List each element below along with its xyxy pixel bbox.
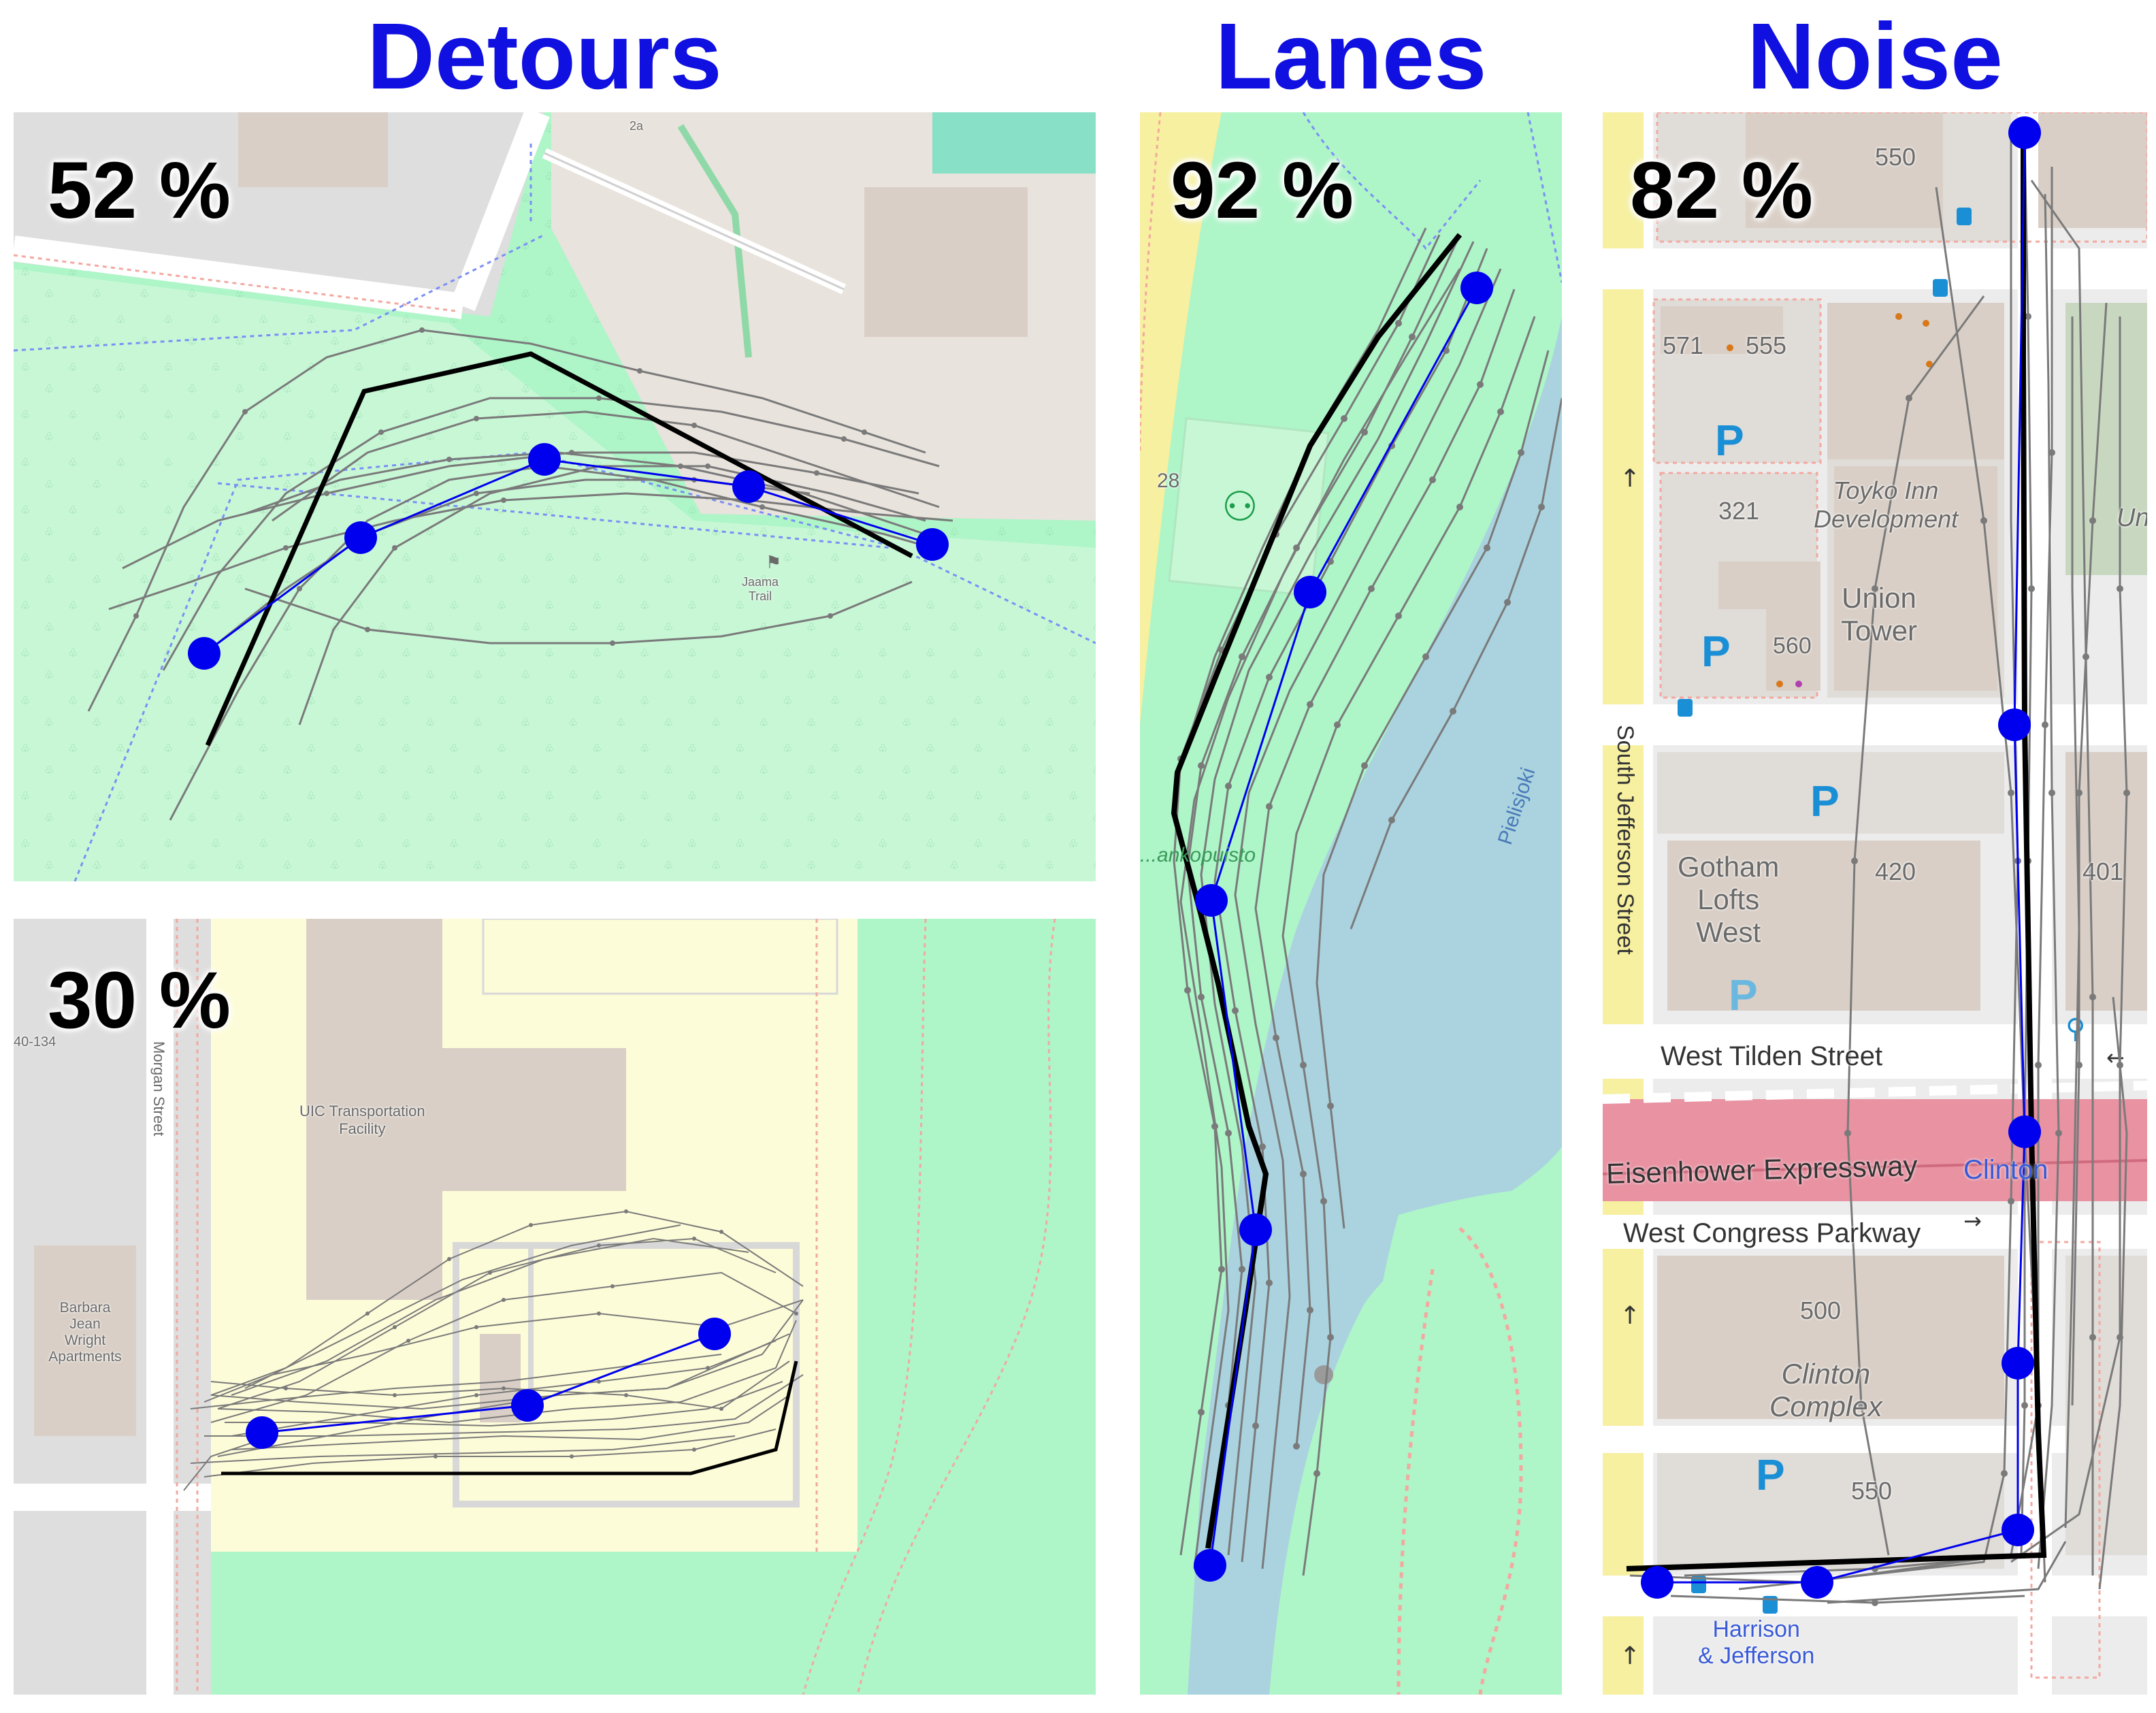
map-label-tilden: West Tilden Street — [1661, 1041, 1883, 1071]
map-panel-lanes: ⚇ — [1140, 112, 1562, 1695]
bicycle-icon: ⚲ — [2065, 1013, 2085, 1045]
map-label-clinton-complex: Clinton Complex — [1769, 1358, 1882, 1422]
map-label-building: UIC Transportation Facility — [299, 1103, 425, 1137]
percent-detours-bottom: 30 % — [48, 956, 231, 1045]
percent-lanes: 92 % — [1171, 146, 1354, 235]
map-label-trail: Jaama Trail — [742, 575, 779, 603]
map-label-un: Un — [2117, 504, 2147, 532]
map-label-500: 500 — [1800, 1296, 1842, 1324]
map-label-420: 420 — [1875, 858, 1916, 885]
map-label-union-tower: Union Tower — [1841, 582, 1918, 647]
parking-icon: P — [1810, 777, 1840, 826]
map-panel-noise: ⚲ ⚲ ↑ ↑ ↑ → ← — [1603, 112, 2147, 1695]
playground-icon: ⚇ — [1222, 483, 1258, 531]
map-detours-top: ♧ ♧ — [14, 112, 1096, 881]
parking-icon: P — [1715, 416, 1744, 465]
map-detours-bottom — [14, 919, 1096, 1695]
heading-detours: Detours — [367, 4, 722, 109]
bus-stop-icon — [1691, 1576, 1706, 1593]
gray-trajectory-points — [284, 1209, 798, 1458]
map-lanes: ⚇ — [1140, 112, 1562, 1695]
map-label-number: 2a — [630, 119, 644, 133]
map-label-street: Morgan Street — [150, 1041, 167, 1137]
percent-detours-top: 52 % — [48, 146, 231, 235]
oneway-arrow-icon: ↑ — [1620, 1642, 1640, 1670]
blue-waypoints — [188, 443, 949, 670]
black-route — [205, 351, 913, 747]
percent-noise: 82 % — [1630, 146, 1813, 235]
map-label-321: 321 — [1718, 497, 1760, 525]
map-label-congress: West Congress Parkway — [1623, 1218, 1921, 1248]
bus-stop-icon — [1678, 699, 1693, 717]
map-label-gotham: Gotham Lofts West — [1678, 851, 1780, 948]
blue-waypoints — [1194, 272, 1493, 1582]
gray-trajectory-points — [1177, 320, 1545, 1477]
map-label-apartments: Barbara Jean Wright Apartments — [48, 1300, 122, 1365]
map-panel-detours-top: ♧ ♧ — [14, 112, 1096, 881]
parking-icon: P — [1701, 627, 1731, 676]
blue-waypoints — [246, 1318, 731, 1449]
map-label-555: 555 — [1746, 331, 1787, 359]
map-label-550: 550 — [1875, 143, 1916, 171]
map-label-jefferson: South Jefferson Street — [1612, 725, 1638, 955]
map-panel-detours-bottom: 40-134 UIC Transportation Facility Morga… — [14, 919, 1096, 1695]
black-route — [221, 1360, 798, 1475]
map-label-clinton-station: Clinton — [1963, 1155, 2048, 1185]
bus-stop-icon — [1957, 208, 1972, 225]
map-noise: ⚲ ⚲ ↑ ↑ ↑ → ← — [1603, 112, 2147, 1695]
map-label-571: 571 — [1663, 331, 1704, 359]
bus-stop-icon — [1933, 279, 1948, 297]
oneway-arrow-icon: ↑ — [1620, 1302, 1640, 1330]
parking-icon: P — [1729, 970, 1758, 1019]
map-label-address: 40-134 — [14, 1034, 56, 1049]
map-label-harrison: Harrison & Jefferson — [1698, 1616, 1815, 1669]
map-label-401: 401 — [2082, 858, 2124, 885]
parking-icon: P — [1756, 1450, 1785, 1499]
oneway-arrow-icon: ↑ — [1620, 465, 1640, 493]
oneway-arrow-icon: → — [1963, 1208, 1982, 1234]
blue-waypoints — [1641, 116, 2041, 1599]
heading-noise: Noise — [1747, 4, 2003, 109]
map-label-toyko-inn: Toyko Inn Development — [1814, 476, 1959, 533]
map-label-park: ...ankopuisto — [1140, 844, 1256, 866]
map-label-550b: 550 — [1851, 1477, 1893, 1505]
map-label-560: 560 — [1773, 633, 1812, 659]
map-label-number: 28 — [1157, 470, 1180, 492]
trail-sign-icon: ⚑ — [766, 553, 781, 573]
heading-lanes: Lanes — [1215, 4, 1487, 109]
